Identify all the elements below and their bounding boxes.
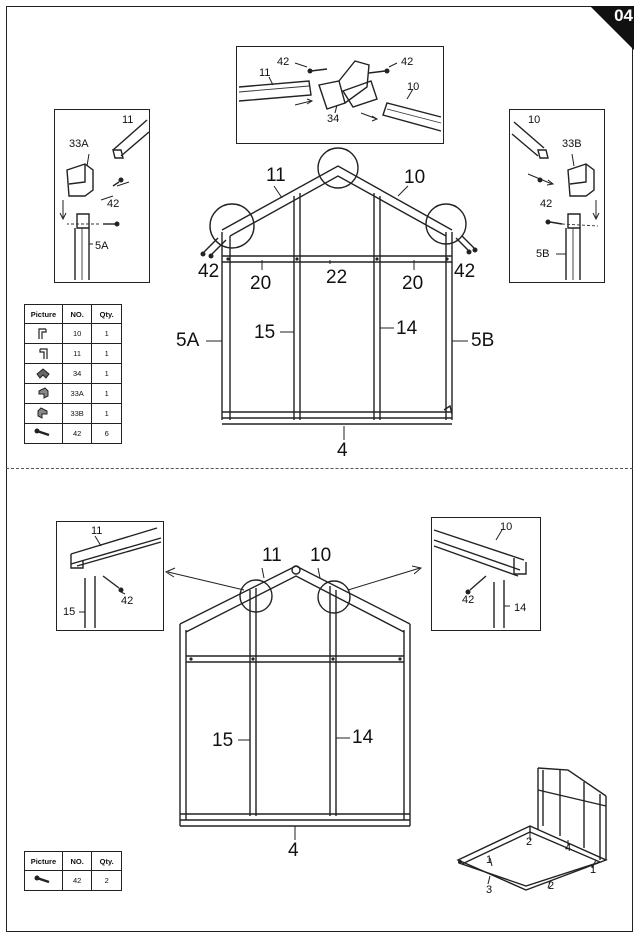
screw-icon <box>24 423 63 444</box>
table-row: 42 2 <box>24 870 122 891</box>
table-row: 34 1 <box>24 363 122 384</box>
part-qty: 2 <box>91 870 122 891</box>
label-part-42: 42 <box>401 56 414 68</box>
page-border <box>6 6 633 932</box>
label-part-42: 42 <box>277 56 290 68</box>
label-part-1: 1 <box>486 854 493 866</box>
label-part-10: 10 <box>310 545 332 566</box>
label-part-42: 42 <box>121 595 134 607</box>
label-part-10: 10 <box>528 114 541 126</box>
parts-table-top: Picture NO. Qty. 10 1 11 1 34 1 33A 1 33… <box>24 304 122 444</box>
corner-33a-icon <box>24 383 63 404</box>
label-part-4: 4 <box>337 440 348 461</box>
label-part-5b: 5B <box>536 248 550 260</box>
label-part-5a: 5A <box>95 240 109 252</box>
label-part-42: 42 <box>107 198 120 210</box>
corner-33b-drawing <box>511 121 600 280</box>
label-part-33a: 33A <box>69 138 89 150</box>
label-part-15: 15 <box>212 730 234 751</box>
label-part-10: 10 <box>500 521 513 533</box>
label-part-1: 1 <box>590 864 597 876</box>
label-part-11: 11 <box>122 114 134 126</box>
label-part-42: 42 <box>198 261 220 282</box>
label-part-4: 4 <box>288 840 299 861</box>
table-row: 11 1 <box>24 343 122 364</box>
label-part-20: 20 <box>402 273 424 294</box>
connector-34-drawing <box>238 60 442 132</box>
label-part-14: 14 <box>352 727 374 748</box>
table-row: 42 6 <box>24 423 122 444</box>
label-part-22: 22 <box>326 267 348 288</box>
label-part-2: 2 <box>526 836 533 848</box>
label-part-2: 2 <box>548 880 555 892</box>
label-part-42: 42 <box>454 261 476 282</box>
screw-icon <box>24 870 63 891</box>
lower-left-detail-drawing <box>70 527 162 628</box>
label-part-11: 11 <box>259 67 271 79</box>
label-part-11: 11 <box>91 525 103 537</box>
label-part-5a: 5A <box>176 330 200 351</box>
label-part-4: 4 <box>565 842 572 854</box>
corner-33a-drawing <box>59 119 150 280</box>
upper-frame-drawing <box>200 147 478 440</box>
label-part-15: 15 <box>63 606 76 618</box>
label-part-42: 42 <box>462 594 475 606</box>
label-part-14: 14 <box>396 318 418 339</box>
label-part-3: 3 <box>486 884 493 896</box>
part-qty: 6 <box>91 423 122 444</box>
lower-left-detail-box: 11 42 15 <box>56 521 164 631</box>
label-part-34: 34 <box>327 113 340 125</box>
label-part-10: 10 <box>404 167 426 188</box>
lower-right-detail-box: 10 42 14 <box>431 517 541 631</box>
label-part-10: 10 <box>407 81 420 93</box>
page-corner-tab <box>590 6 634 50</box>
right-detail-box: 10 33B 42 5B <box>509 109 605 283</box>
table-row: 33B 1 <box>24 403 122 424</box>
top-detail-box: 11 42 42 10 34 <box>236 46 444 144</box>
left-detail-box: 11 33A 42 5A <box>54 109 150 283</box>
label-part-14: 14 <box>514 602 527 614</box>
label-part-5b: 5B <box>471 330 495 351</box>
section-divider <box>6 468 633 469</box>
part-qty: 1 <box>91 343 122 364</box>
table-row: 33A 1 <box>24 383 122 404</box>
label-part-11: 11 <box>266 165 286 186</box>
connector-34-icon <box>24 363 63 384</box>
label-part-20: 20 <box>250 273 272 294</box>
label-part-33b: 33B <box>562 138 582 150</box>
label-part-11: 11 <box>262 545 282 566</box>
parts-table-bottom: Picture NO. Qty. 42 2 <box>24 851 122 891</box>
lower-right-detail-drawing <box>433 529 527 628</box>
page-number: 04 <box>614 6 633 25</box>
label-part-42: 42 <box>540 198 553 210</box>
label-part-15: 15 <box>254 322 276 343</box>
